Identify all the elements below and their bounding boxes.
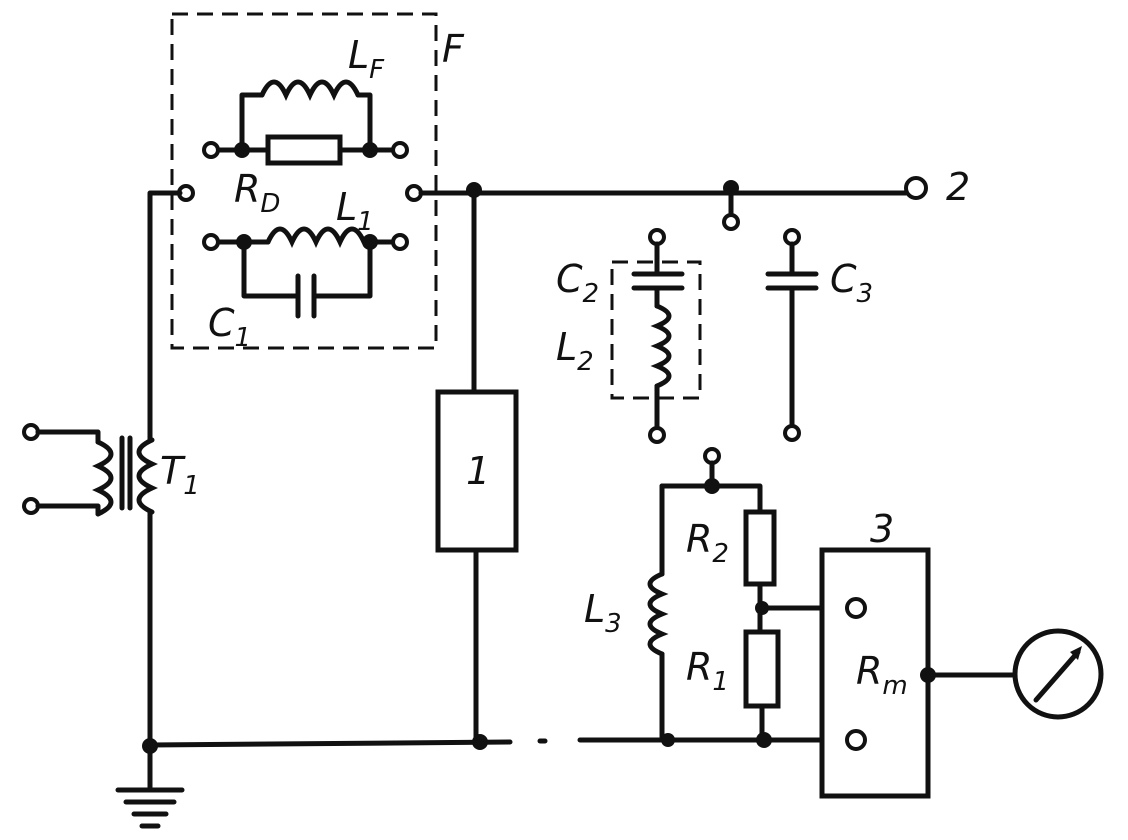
inductor-l2 — [650, 303, 672, 389]
filter-dashed-border — [170, 12, 438, 350]
terminal-lf-left[interactable] — [202, 141, 220, 159]
transformer-secondary-coil — [136, 437, 158, 515]
label-rd: RD — [234, 167, 280, 219]
label-r2: R2 — [686, 517, 729, 569]
label-c3: C3 — [830, 257, 873, 309]
tap-terminal[interactable] — [722, 213, 740, 231]
label-t1: T1 — [160, 449, 200, 501]
block3-terminal-bottom[interactable] — [845, 729, 867, 751]
resistor-r1 — [743, 629, 781, 709]
meter — [1012, 628, 1104, 720]
label-c1: C1 — [208, 301, 251, 353]
label-l1: L1 — [336, 185, 374, 237]
terminal-l1-right[interactable] — [391, 233, 409, 251]
label-l2: L2 — [556, 325, 594, 377]
inductor-l3 — [647, 571, 669, 657]
label-l3: L3 — [584, 587, 622, 639]
label-block-3: 3 — [870, 507, 894, 551]
l2-bottom-terminal[interactable] — [648, 426, 666, 444]
block-1 — [435, 389, 519, 553]
inductor-l1 — [265, 226, 367, 248]
capacitor-c3-assembly — [765, 228, 819, 442]
c3-bottom-terminal[interactable] — [783, 424, 801, 442]
meter-arrow-icon — [1070, 646, 1082, 660]
filter-lf-rd-branch — [202, 79, 409, 166]
resistor-r2 — [743, 509, 777, 587]
transformer-primary-coil — [92, 439, 114, 517]
terminal-l1-left[interactable] — [202, 233, 220, 251]
terminal-lf-right[interactable] — [391, 141, 409, 159]
label-lf: LF — [348, 33, 385, 85]
label-f: F — [442, 27, 465, 71]
c2-l2-dashed-border — [610, 260, 702, 400]
block-3 — [819, 547, 1019, 799]
filter-l1-c1-branch — [202, 226, 409, 319]
label-r1: R1 — [686, 645, 729, 697]
label-c2: C2 — [556, 257, 599, 309]
label-output-2: 2 — [946, 165, 970, 209]
meter-needle-icon — [1033, 649, 1081, 703]
inductor-lf — [259, 79, 361, 101]
label-block-1: 1 — [466, 449, 490, 493]
transformer-t1 — [22, 423, 158, 517]
measurement-network — [647, 447, 851, 748]
filter-block-f — [170, 12, 438, 350]
resistor-rd — [265, 134, 343, 166]
label-rm: Rm — [856, 649, 908, 701]
output-terminal-2[interactable] — [904, 176, 928, 200]
c2-l2-group — [610, 228, 702, 444]
block3-terminal-top[interactable] — [845, 597, 867, 619]
ground-symbol — [115, 787, 185, 829]
